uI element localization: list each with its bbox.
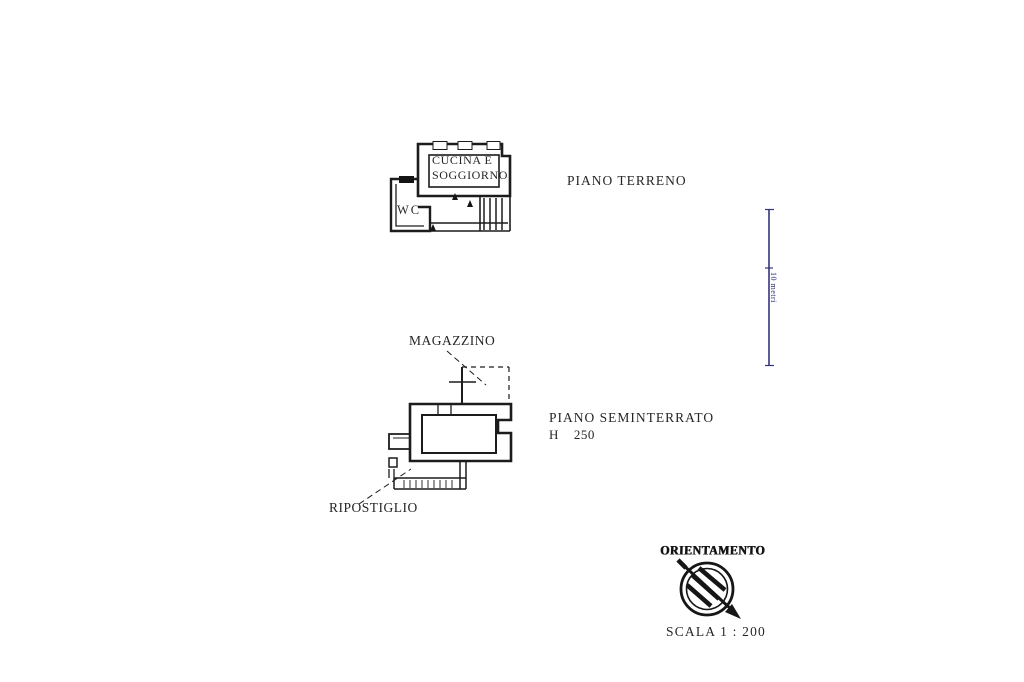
- magazzino-leader-line: [446, 350, 487, 386]
- ground-floor-plan: [389, 141, 512, 233]
- room-label-line1: CUCINA E: [432, 153, 493, 167]
- room-label-wc: WC: [397, 203, 422, 217]
- room-label-line2: SOGGIORNO: [432, 168, 509, 182]
- ground-floor-terrace: [391, 196, 511, 232]
- scale-bar-length-label: 10 metri: [769, 272, 778, 303]
- ground-floor-inner-wall: [428, 154, 500, 188]
- basement-inner-wall: [421, 414, 497, 454]
- floor-title-piano-seminterrato: PIANO SEMINTERRATO: [549, 410, 715, 425]
- scale-bar: [765, 208, 774, 367]
- compass-needle: [678, 560, 735, 613]
- basement-top-opening: [437, 404, 452, 415]
- wc-window: [399, 176, 414, 183]
- ceiling-height-note: H 250: [549, 427, 595, 442]
- scale-label: SCALA 1 : 200: [666, 624, 766, 639]
- basement-connector: [459, 461, 467, 489]
- wc-annex-inner-wall: [395, 184, 424, 227]
- ripostiglio-hatch: [403, 480, 453, 488]
- ground-floor-outer-wall: [416, 142, 512, 198]
- door-markers: [430, 193, 473, 231]
- room-label-ripostiglio: RIPOSTIGLIO: [329, 500, 418, 515]
- ripostiglio-leader-line: [358, 468, 412, 505]
- floor-title-piano-terreno: PIANO TERRENO: [567, 173, 687, 188]
- basement-floor-plan: [358, 350, 513, 505]
- room-label-magazzino: MAGAZZINO: [409, 333, 496, 348]
- basement-small-opening: [388, 457, 398, 468]
- room-label-cucina-soggiorno: CUCINA E SOGGIORNO: [432, 153, 508, 183]
- compass-arrowhead: [725, 604, 741, 619]
- basement-left-entry: [388, 433, 410, 450]
- magazzino-area: [449, 366, 510, 403]
- ripostiglio-strip: [388, 469, 466, 490]
- orientation-stamp-label: ORIENTAMENTO: [659, 542, 766, 558]
- ground-floor-windows: [432, 141, 501, 150]
- ground-floor-stairs: [483, 198, 503, 230]
- compass-icon: [676, 558, 741, 619]
- basement-outer-wall: [408, 402, 513, 463]
